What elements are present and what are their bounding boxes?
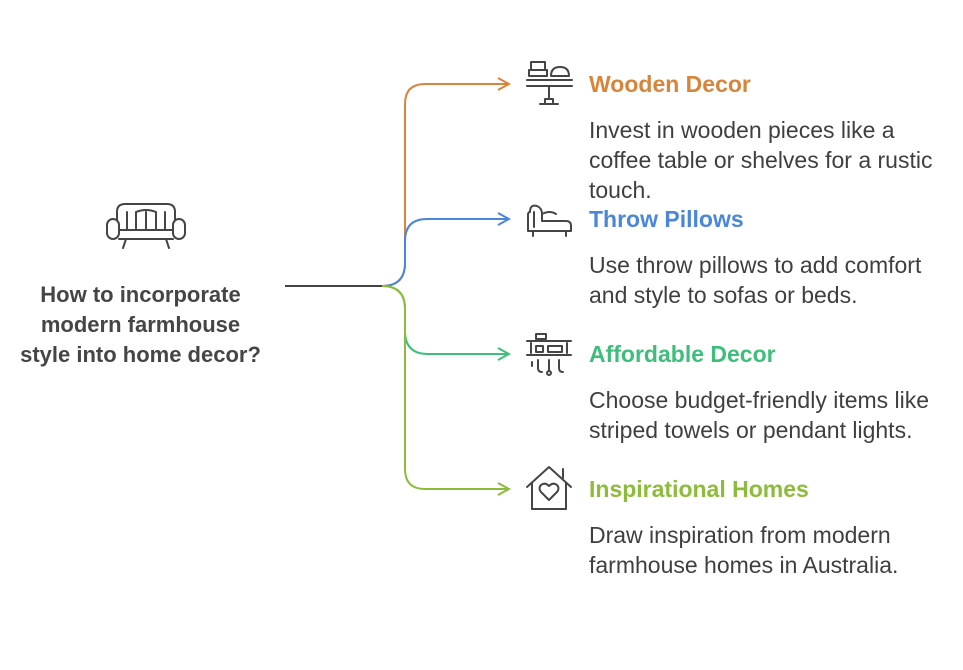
branch-description-affordable-decor: Choose budget-friendly items like stripe… xyxy=(589,387,930,443)
branch-title-affordable-decor: Affordable Decor xyxy=(589,341,776,367)
arrowhead-affordable-decor xyxy=(497,347,512,361)
sofa-icon xyxy=(106,203,186,249)
connector-wooden-decor xyxy=(381,83,508,287)
root-topic-title: How to incorporate modern farmhouse styl… xyxy=(20,282,261,367)
wooden-table-icon xyxy=(526,61,573,105)
connector-throw-pillows xyxy=(381,218,508,287)
branch-title-throw-pillows: Throw Pillows xyxy=(589,206,744,232)
connector-affordable-decor xyxy=(381,285,508,355)
branch-title-inspirational-homes: Inspirational Homes xyxy=(589,476,809,502)
chaise-lounge-icon xyxy=(527,204,572,237)
arrowhead-inspirational-homes xyxy=(497,482,512,496)
connector-inspirational-homes xyxy=(381,285,508,490)
branch-title-wooden-decor: Wooden Decor xyxy=(589,71,751,97)
branch-description-inspirational-homes: Draw inspiration from modern farmhouse h… xyxy=(589,522,899,578)
arrowhead-throw-pillows xyxy=(497,212,512,226)
home-heart-icon xyxy=(526,466,572,510)
branch-description-throw-pillows: Use throw pillows to add comfort and sty… xyxy=(589,252,922,308)
branch-description-wooden-decor: Invest in wooden pieces like a coffee ta… xyxy=(589,117,933,203)
arrowhead-wooden-decor xyxy=(497,77,512,91)
shelf-hooks-icon xyxy=(526,333,572,376)
